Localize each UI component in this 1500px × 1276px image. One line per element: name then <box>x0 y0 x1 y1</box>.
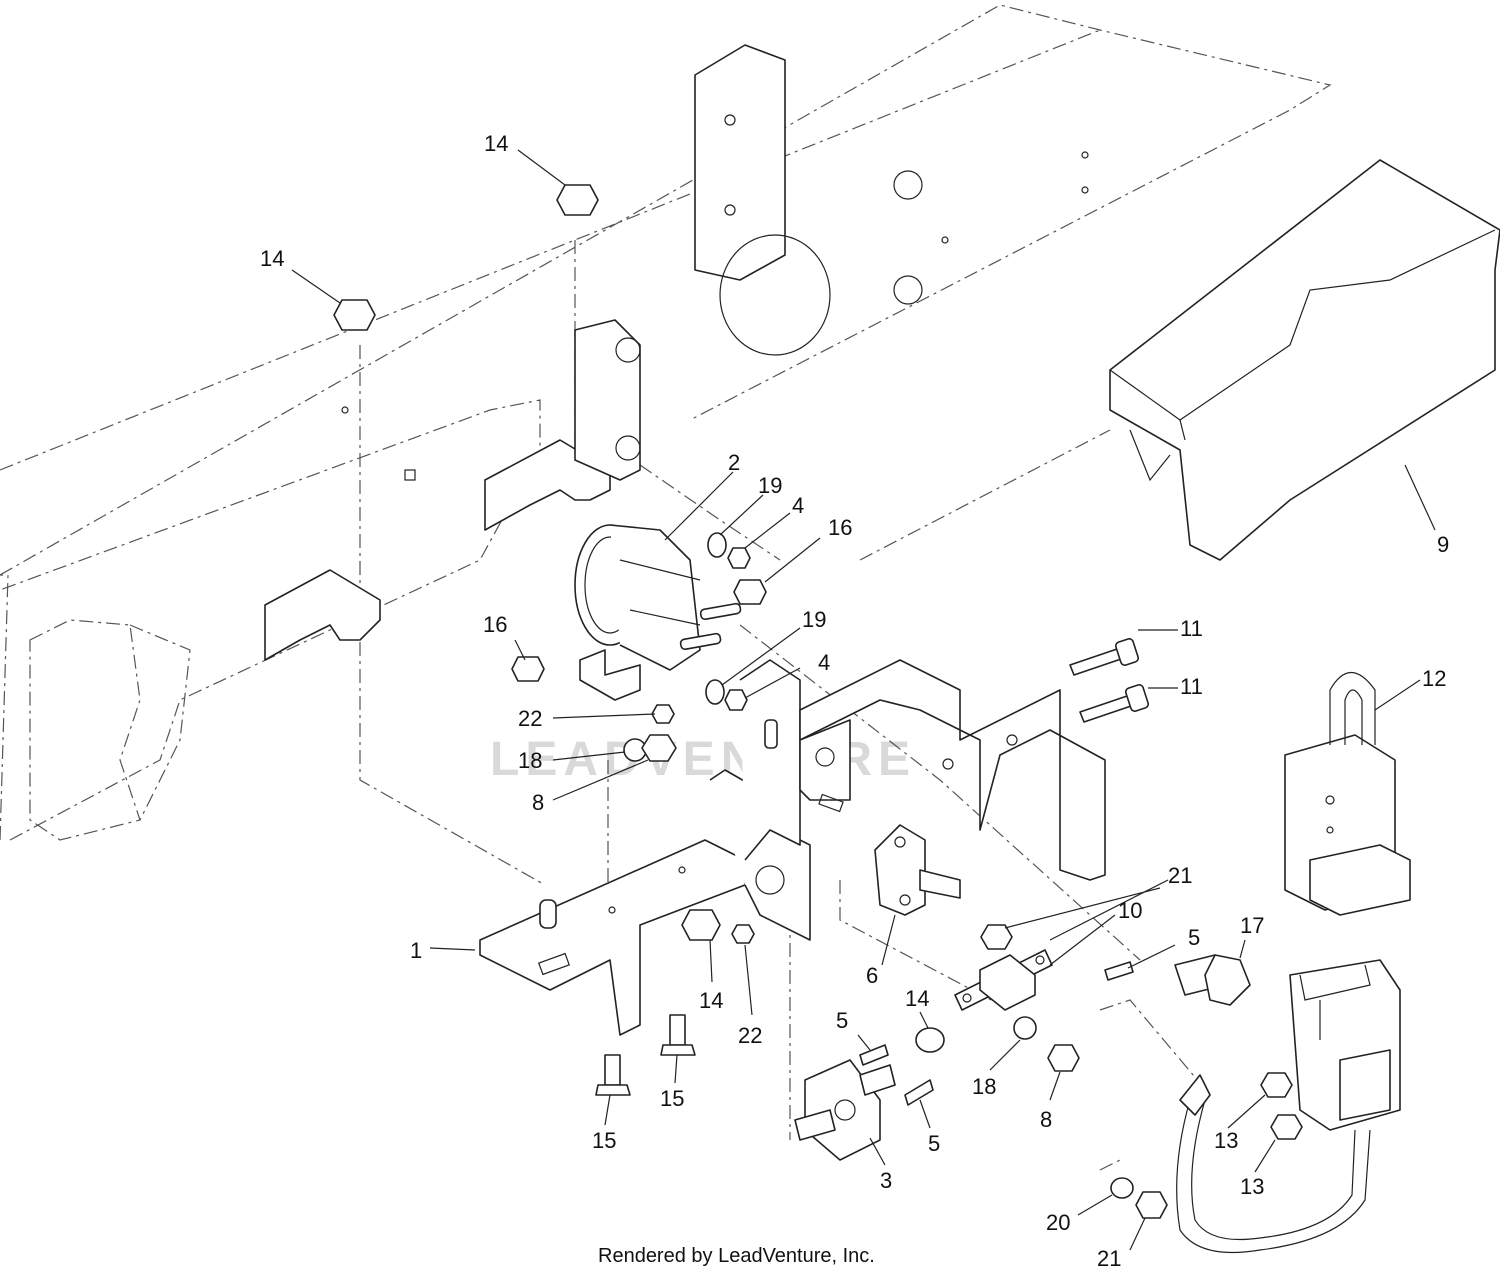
callout-14: 14 <box>699 988 723 1013</box>
terminal-part-6 <box>874 824 961 916</box>
bolt-part-11-lower <box>1079 684 1150 723</box>
callout-9: 9 <box>1437 532 1449 557</box>
callout-19: 19 <box>802 607 826 632</box>
callout-22: 22 <box>518 706 542 731</box>
hardware <box>333 184 1303 1219</box>
callout-18: 18 <box>972 1074 996 1099</box>
callout-16: 16 <box>483 612 507 637</box>
breaker-part-3 <box>794 1059 896 1161</box>
connector-part-13-assembly <box>1289 959 1401 1131</box>
callout-22: 22 <box>738 1023 762 1048</box>
callout-15: 15 <box>660 1086 684 1111</box>
callout-10: 10 <box>1118 898 1142 923</box>
callout-6: 6 <box>866 963 878 988</box>
callout-18: 18 <box>518 748 542 773</box>
fuse-part-10 <box>954 949 1053 1011</box>
callout-12: 12 <box>1422 666 1446 691</box>
callout-8: 8 <box>1040 1107 1052 1132</box>
callout-1: 1 <box>410 938 422 963</box>
callout-11: 11 <box>1180 616 1203 641</box>
support-bracket <box>799 659 1106 881</box>
callout-21: 21 <box>1168 863 1192 888</box>
relay-part-2 <box>574 524 742 701</box>
bolt-part-11-upper <box>1069 638 1140 676</box>
callout-3: 3 <box>880 1168 892 1193</box>
callout-16: 16 <box>828 515 852 540</box>
callout-11: 11 <box>1180 674 1203 699</box>
battery-cable <box>1176 1074 1371 1253</box>
callout-labels: 14 14 2 19 4 16 16 19 4 22 18 8 11 11 12… <box>260 131 1449 1271</box>
callout-20: 20 <box>1046 1210 1070 1235</box>
nut-14-left <box>333 299 376 331</box>
cap-nut-part-17 <box>1174 954 1251 1006</box>
frame-upright-bracket <box>341 44 1089 481</box>
phantom-brackets <box>29 319 641 841</box>
callout-2: 2 <box>728 450 740 475</box>
callout-13: 13 <box>1240 1174 1264 1199</box>
callout-5: 5 <box>1188 925 1200 950</box>
callout-14: 14 <box>905 986 929 1011</box>
mounting-plate-part-1 <box>479 659 811 1036</box>
callout-5: 5 <box>836 1008 848 1033</box>
battery-cover-part-9 <box>1109 159 1500 561</box>
callout-14: 14 <box>484 131 508 156</box>
callout-14: 14 <box>260 246 284 271</box>
connector-part-12 <box>1284 672 1411 916</box>
leader-lines <box>291 149 1436 1251</box>
callout-17: 17 <box>1240 913 1264 938</box>
callout-4: 4 <box>818 650 830 675</box>
callout-15: 15 <box>592 1128 616 1153</box>
footer-credit: Rendered by LeadVenture, Inc. <box>598 1245 875 1267</box>
callout-13: 13 <box>1214 1128 1238 1153</box>
callout-19: 19 <box>758 473 782 498</box>
nut-14-top <box>556 184 599 216</box>
callout-4: 4 <box>792 493 804 518</box>
callout-5: 5 <box>928 1131 940 1156</box>
callout-21: 21 <box>1097 1246 1121 1271</box>
callout-8: 8 <box>532 790 544 815</box>
